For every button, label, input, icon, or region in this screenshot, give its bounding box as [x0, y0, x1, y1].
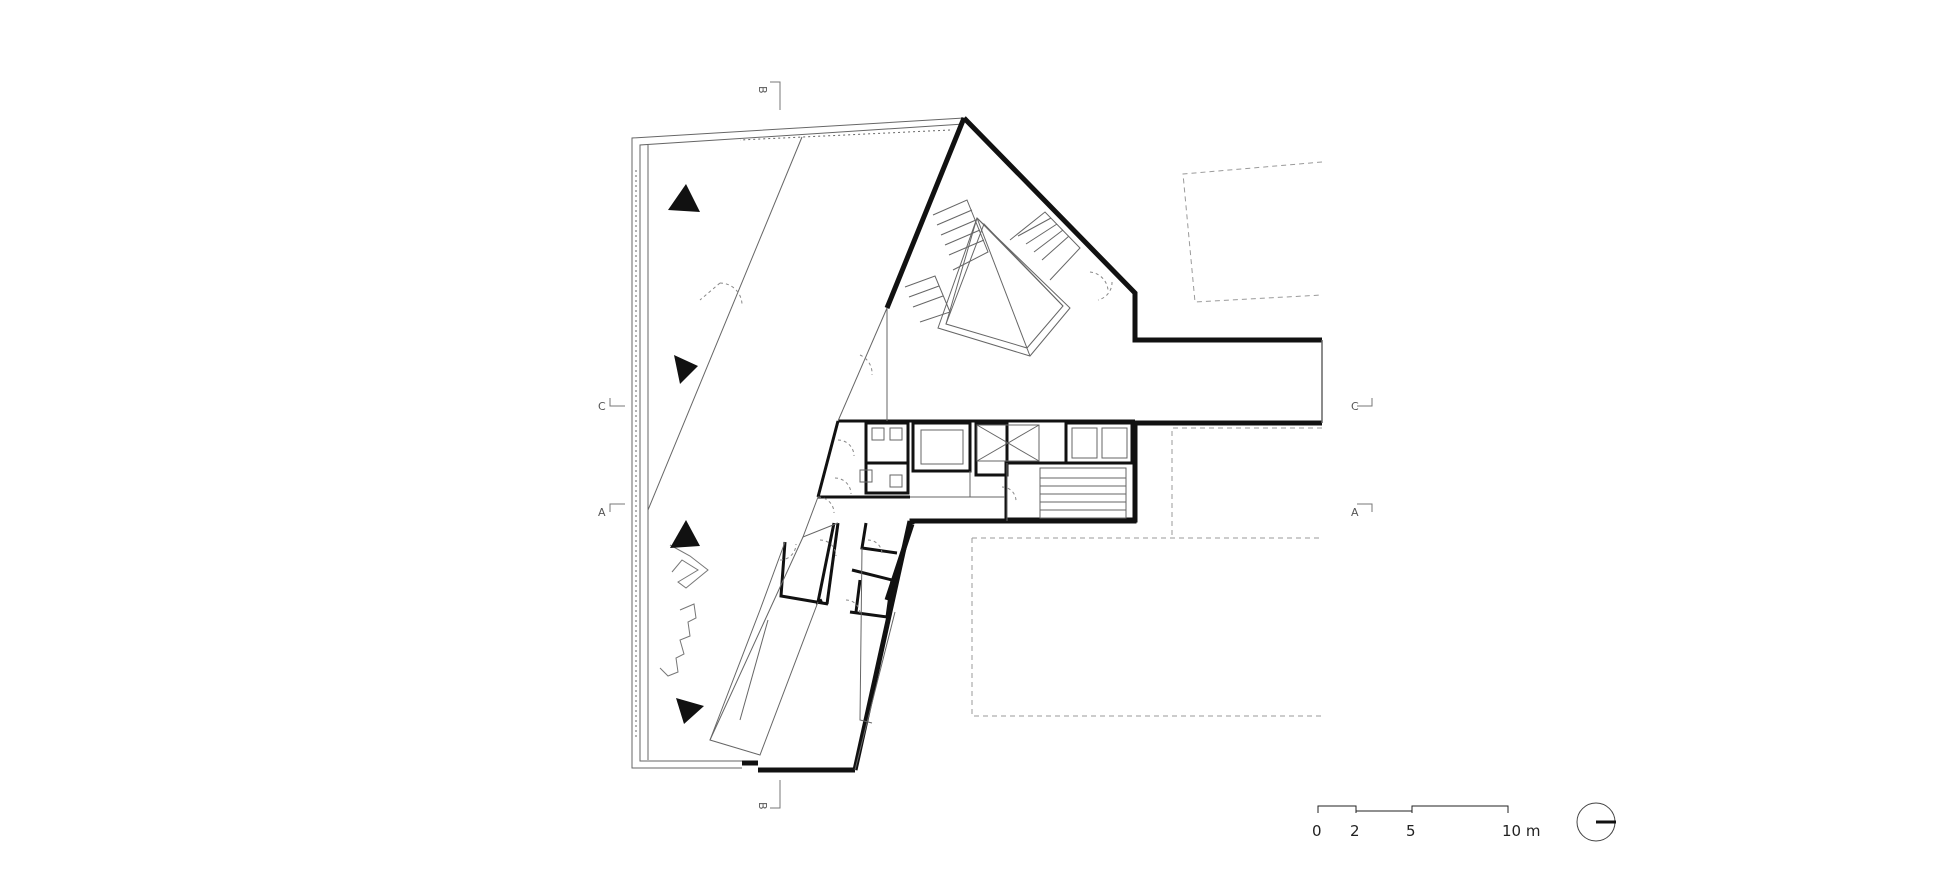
- terrace-furniture: [659, 544, 709, 677]
- roof-light-1: [668, 184, 700, 212]
- section-label-a-left: A: [598, 506, 606, 519]
- stair-right: [1009, 211, 1081, 281]
- roof-light-3: [670, 520, 700, 548]
- section-label-c-right: C: [1351, 400, 1359, 413]
- atrium-stairs: [859, 199, 1128, 519]
- roof-light-2: [674, 355, 698, 384]
- interior-walls: [779, 419, 1137, 619]
- interior-thin-lines: [709, 307, 1008, 771]
- door-swings: [699, 271, 1113, 615]
- roof-light-triangles: [668, 184, 704, 724]
- scale-label-2: 2: [1350, 822, 1360, 840]
- section-label-b-bottom: B: [756, 802, 769, 810]
- scale-bar: [1317, 805, 1509, 813]
- neighbor-outlines: [971, 161, 1323, 717]
- exterior-walls: [742, 116, 1323, 773]
- section-markers: [609, 81, 1373, 809]
- scale-label-0: 0: [1312, 822, 1322, 840]
- section-label-c-left: C: [598, 400, 606, 413]
- section-label-b-top: B: [756, 86, 769, 94]
- stair-left: [904, 199, 989, 323]
- north-arrow-icon: [1576, 802, 1616, 842]
- section-label-a-right: A: [1351, 506, 1359, 519]
- roof-light-4: [676, 698, 704, 724]
- scale-label-5: 5: [1406, 822, 1416, 840]
- stair-core: [1039, 467, 1127, 519]
- terrace-parapet: [631, 117, 965, 769]
- scale-label-10: 10 m: [1502, 822, 1540, 840]
